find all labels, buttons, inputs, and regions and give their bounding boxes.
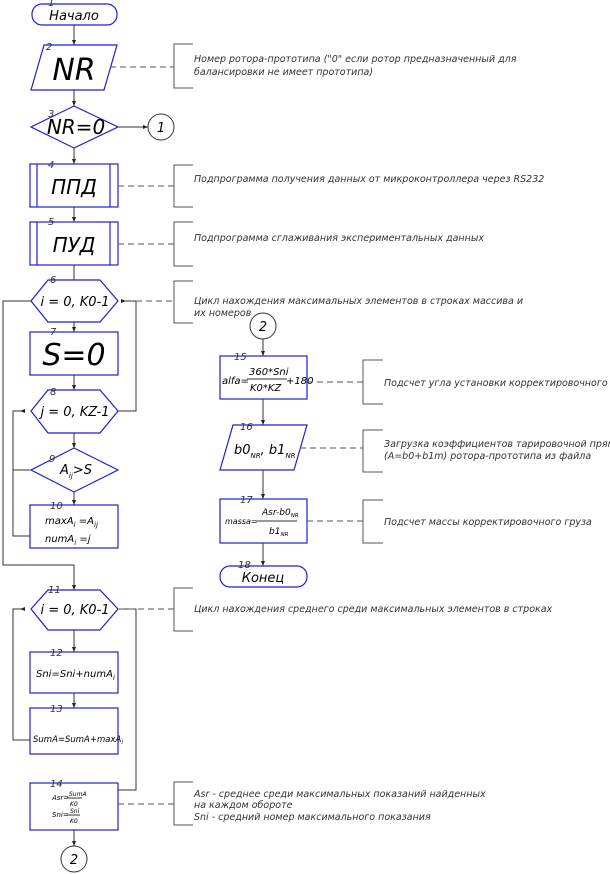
- svg-text:на каждом обороте: на каждом обороте: [194, 800, 293, 811]
- block-assign-max: 10 maxAi =Aij numAi =j: [29, 501, 119, 549]
- comment-block-2: Номер ротора-прототипа ("0" если ротор п…: [173, 43, 517, 89]
- end-label: Конец: [242, 571, 285, 586]
- block-decision-aij: 9 Aij>S: [29, 447, 120, 493]
- svg-text:Asr=: Asr=: [51, 794, 69, 802]
- svg-text:8: 8: [50, 387, 56, 398]
- block-subprocess-pud: 5 ПУД: [29, 217, 174, 266]
- svg-text:Sni=Sni+numAi: Sni=Sni+numAi: [36, 669, 115, 682]
- svg-text:Загрузка коэффициентов тариров: Загрузка коэффициентов тарировочной прям…: [384, 439, 610, 450]
- svg-text:1: 1: [157, 121, 165, 136]
- svg-text:360*Sni: 360*Sni: [249, 367, 289, 378]
- svg-text:K0*KZ: K0*KZ: [250, 383, 282, 394]
- connector-2-bottom: 2: [60, 845, 88, 873]
- block-start: 1 Начало: [31, 0, 118, 26]
- svg-text:2: 2: [70, 853, 78, 868]
- comment-block-5: Подпрограмма сглаживания экспериментальн…: [173, 221, 484, 267]
- block-loop-j: 8 j = 0, KZ-1: [30, 387, 119, 434]
- svg-text:Sni - средний номер максимальн: Sni - средний номер максимального показа…: [194, 812, 431, 823]
- svg-text:Asr - среднее среди максимальн: Asr - среднее среди максимальных показан…: [193, 789, 486, 800]
- comment-block-15: Подсчет угла установки корректировочного…: [362, 359, 610, 405]
- comment-block-17: Подсчет массы корректировочного груза: [362, 499, 592, 544]
- svg-text:Цикл нахождения максимальных э: Цикл нахождения максимальных элементов в…: [194, 296, 523, 307]
- comment-block-14: Asr - среднее среди максимальных показан…: [173, 781, 486, 826]
- svg-text:K0: K0: [70, 818, 78, 825]
- block-suma-sum: 13 SumA=SumA+maxAi: [29, 704, 123, 755]
- connector-1: 1: [147, 113, 175, 141]
- svg-text:их номеров: их номеров: [194, 308, 252, 319]
- comment-block-11: Цикл нахождения среднего среди максималь…: [173, 587, 553, 632]
- svg-text:maxAi =Aij: maxAi =Aij: [45, 516, 98, 529]
- svg-text:7: 7: [50, 327, 57, 338]
- subprocess-pud-label: ПУД: [53, 233, 96, 257]
- subprocess-ppd-label: ППД: [51, 175, 97, 199]
- svg-text:15: 15: [234, 352, 247, 363]
- block-massa: 17 massa= Asr-b0NR b1NR: [219, 495, 363, 544]
- comment-block-4: Подпрограмма получения данных от микроко…: [173, 164, 544, 208]
- connector-2-top: 2: [249, 312, 277, 340]
- svg-text:2: 2: [259, 320, 267, 335]
- svg-text:+180: +180: [286, 376, 313, 387]
- svg-text:12: 12: [50, 648, 63, 659]
- block-sni-sum: 12 Sni=Sni+numAi: [29, 648, 119, 694]
- svg-text:балансировки не имеет прототип: балансировки не имеет прототипа): [194, 67, 373, 78]
- svg-text:Подпрограмма получения данных: Подпрограмма получения данных от микроко…: [194, 174, 544, 185]
- loop-i-max-label: i = 0, K0-1: [40, 295, 109, 310]
- block-input-coefficients: 16 b0NR, b1NR: [219, 422, 363, 471]
- loop-i-avg-label: i = 0, K0-1: [40, 603, 109, 618]
- block-alfa: 15 alfa= 360*Sni K0*KZ +180: [219, 352, 363, 400]
- svg-text:1: 1: [48, 0, 54, 9]
- comment-block-6: Цикл нахождения максимальных элементов в…: [173, 280, 523, 324]
- svg-text:9: 9: [49, 454, 55, 465]
- svg-text:16: 16: [240, 422, 253, 433]
- loop-j-label: j = 0, KZ-1: [38, 405, 109, 420]
- svg-text:Sni=: Sni=: [52, 811, 69, 819]
- svg-text:Цикл нахождения среднего среди: Цикл нахождения среднего среди максималь…: [194, 604, 553, 615]
- svg-text:2: 2: [46, 42, 52, 53]
- svg-text:10: 10: [50, 501, 63, 512]
- svg-text:(A=b0+b1m) ротора-прототипа из: (A=b0+b1m) ротора-прототипа из файла: [384, 451, 591, 462]
- svg-text:6: 6: [50, 275, 56, 286]
- svg-text:SumA: SumA: [69, 791, 87, 798]
- block-end: 18 Конец: [219, 560, 308, 588]
- svg-text:massa=: massa=: [225, 517, 258, 526]
- decision-nr-label: NR=0: [47, 115, 105, 139]
- block-s-zero: 7 S=0: [29, 327, 119, 376]
- svg-text:Asr-b0NR: Asr-b0NR: [261, 508, 299, 519]
- comment-block-16: Загрузка коэффициентов тарировочной прям…: [362, 429, 610, 473]
- svg-text:Номер ротора-прототипа ("0" ес: Номер ротора-прототипа ("0" если ротор п…: [194, 54, 517, 65]
- svg-text:Подпрограмма сглаживания экспе: Подпрограмма сглаживания экспериментальн…: [194, 233, 484, 244]
- arrowheads: [20, 40, 265, 846]
- svg-text:3: 3: [48, 109, 54, 120]
- block-loop-i-max: 6 i = 0, K0-1: [30, 275, 174, 323]
- svg-text:4: 4: [48, 160, 54, 171]
- svg-text:14: 14: [50, 779, 63, 790]
- svg-text:13: 13: [50, 704, 63, 715]
- start-label: Начало: [49, 9, 99, 24]
- svg-text:Подсчет массы корректировочног: Подсчет массы корректировочного груза: [384, 517, 592, 528]
- block-decision-nr: 3 NR=0: [29, 105, 120, 149]
- svg-text:K0: K0: [70, 801, 78, 808]
- svg-text:Подсчет угла установки коррект: Подсчет угла установки корректировочного…: [384, 378, 610, 389]
- svg-text:5: 5: [48, 217, 54, 228]
- svg-text:b1NR: b1NR: [269, 527, 289, 538]
- svg-text:17: 17: [240, 495, 253, 506]
- svg-text:b0NR, b1NR: b0NR, b1NR: [234, 443, 296, 460]
- svg-text:11: 11: [48, 585, 61, 596]
- s-zero-label: S=0: [42, 338, 105, 373]
- input-nr-label: NR: [52, 53, 95, 88]
- svg-text:18: 18: [238, 560, 251, 571]
- svg-text:SumA=SumA+maxAi: SumA=SumA+maxAi: [33, 735, 123, 746]
- block-averages: 14 Asr= SumA K0 Sni= Sni K0: [29, 779, 174, 831]
- svg-text:Sni: Sni: [70, 808, 80, 815]
- svg-text:alfa=: alfa=: [222, 376, 249, 387]
- block-subprocess-ppd: 4 ППД: [29, 160, 174, 208]
- block-loop-i-avg: 11 i = 0, K0-1: [30, 585, 174, 631]
- block-input-nr: 2 NR: [30, 42, 174, 91]
- svg-text:numAi =j: numAi =j: [45, 534, 91, 547]
- svg-text:Aij>S: Aij>S: [59, 463, 92, 480]
